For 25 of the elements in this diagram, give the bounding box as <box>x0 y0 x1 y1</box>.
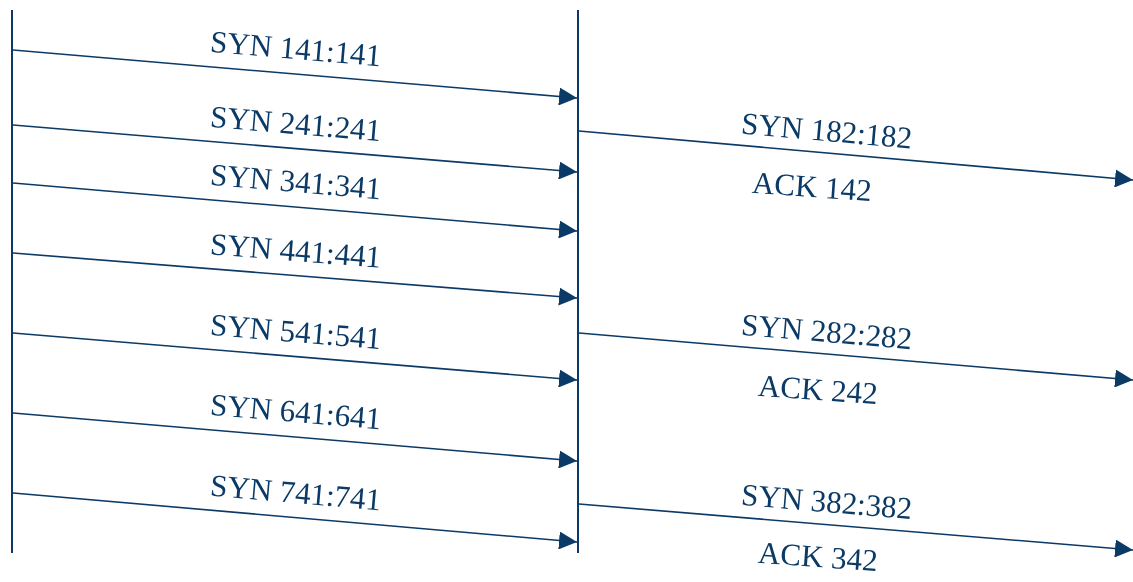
lifeline <box>11 10 13 553</box>
edge-label: SYN 182:182 <box>739 106 914 155</box>
edge-label: SYN 541:541 <box>208 307 382 356</box>
arrow <box>578 130 1133 188</box>
message-label: ACK 242 <box>756 368 879 412</box>
message-label: ACK 142 <box>750 165 873 209</box>
arrow <box>12 49 578 106</box>
arrow <box>12 124 578 180</box>
arrow <box>12 182 578 239</box>
edge-label: SYN 241:241 <box>208 99 382 148</box>
lifeline <box>577 10 579 553</box>
edge-label: SYN 282:282 <box>739 307 913 356</box>
arrow <box>12 412 578 469</box>
arrow <box>578 503 1133 558</box>
edge-label: SYN 382:382 <box>739 477 913 527</box>
edge-label: SYN 441:441 <box>208 226 382 275</box>
edge-label: SYN 141:141 <box>208 24 382 74</box>
arrow <box>12 492 578 550</box>
edge-label: SYN 641:641 <box>208 387 382 437</box>
edge-label: SYN 341:341 <box>208 157 382 207</box>
arrow <box>578 332 1133 388</box>
message-label: ACK 342 <box>756 535 879 579</box>
arrow <box>12 252 578 306</box>
edge-label: SYN 741:741 <box>208 468 383 517</box>
arrow <box>12 332 578 388</box>
